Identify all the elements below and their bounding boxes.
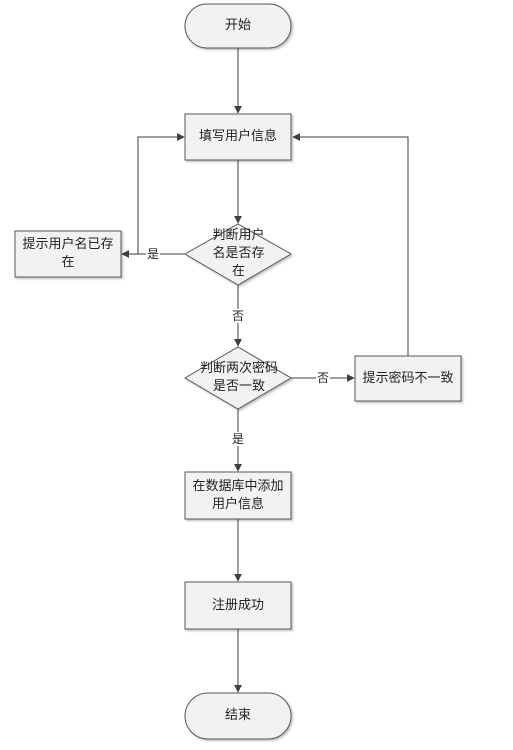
username-exists-process-shape bbox=[14, 230, 122, 278]
edge-password-mismatch-loop-back bbox=[292, 133, 409, 356]
check-password-decision-shape bbox=[184, 346, 292, 410]
add-user-process-shape bbox=[184, 471, 292, 520]
register-success-process-shape bbox=[184, 581, 292, 630]
start-terminal-shape bbox=[184, 3, 292, 49]
password-mismatch-process-shape bbox=[354, 355, 462, 402]
edge-username-exists-loop-back bbox=[137, 133, 185, 254]
check-username-decision-shape bbox=[183, 223, 293, 286]
end-terminal-shape bbox=[184, 692, 292, 740]
fill-info-process-shape bbox=[184, 113, 292, 161]
